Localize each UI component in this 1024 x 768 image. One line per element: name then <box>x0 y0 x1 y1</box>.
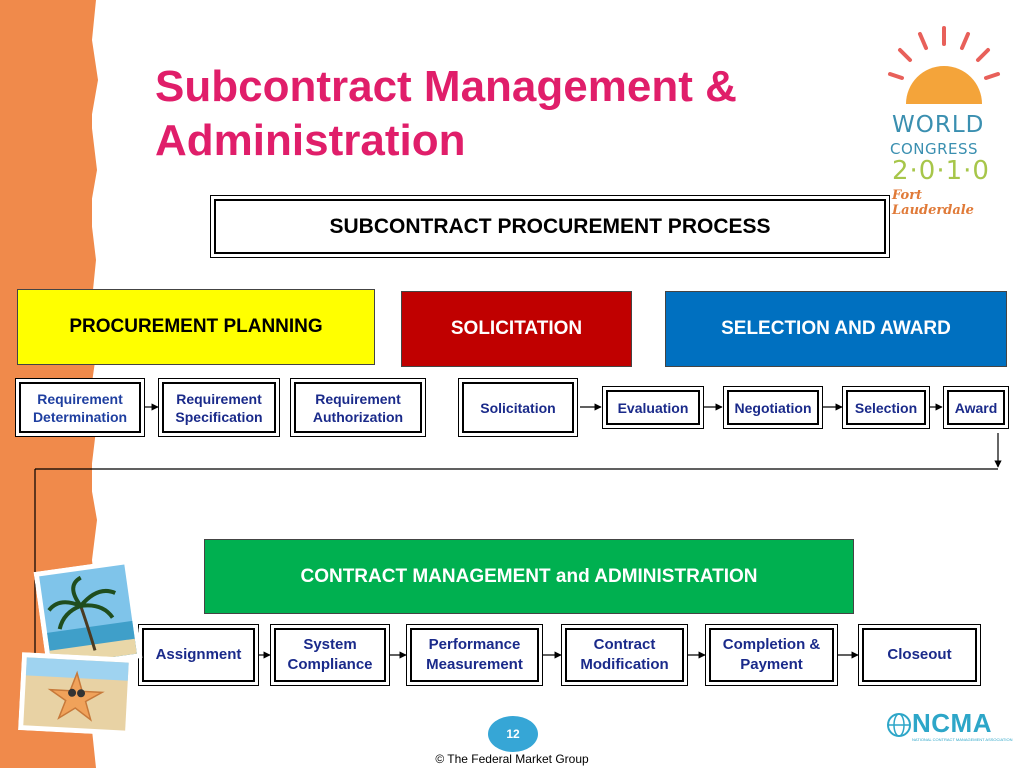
step-assignment: Assignment <box>138 624 259 686</box>
step-award: Award <box>943 386 1009 429</box>
step-solicitation: Solicitation <box>458 378 578 437</box>
step-completion-and-payment: Completion & Payment <box>705 624 838 686</box>
palm-tree-photo <box>33 558 143 672</box>
ncma-wordmark: NCMA <box>912 708 992 738</box>
step-closeout: Closeout <box>858 624 981 686</box>
step-evaluation: Evaluation <box>602 386 704 429</box>
phase-procurement-planning: PROCUREMENT PLANNING <box>17 289 375 365</box>
logo-line-city: Fort Lauderdale <box>892 188 974 218</box>
step-requirement-determination: Requirement Determination <box>15 378 145 437</box>
ncma-subtitle: NATIONAL CONTRACT MANAGEMENT ASSOCIATION <box>912 737 1013 742</box>
logo-line-congress: CONGRESS <box>890 140 979 158</box>
step-label: Closeout <box>862 628 977 682</box>
step-label: Performance Measurement <box>410 628 539 682</box>
step-performance-measurement: Performance Measurement <box>406 624 543 686</box>
slide-number-badge: 12 <box>488 716 538 752</box>
phase-contract-management: CONTRACT MANAGEMENT and ADMINISTRATION <box>204 539 854 614</box>
footer-copyright: © The Federal Market Group <box>435 752 589 766</box>
phase-selection-and-award: SELECTION AND AWARD <box>665 291 1007 367</box>
process-header-label: SUBCONTRACT PROCUREMENT PROCESS <box>214 199 886 254</box>
world-congress-logo: WORLD CONGRESS 2·0·1·0 Fort Lauderdale <box>884 22 1004 218</box>
step-label: Completion & Payment <box>709 628 834 682</box>
step-label: Assignment <box>142 628 255 682</box>
step-label: Negotiation <box>727 390 819 425</box>
step-negotiation: Negotiation <box>723 386 823 429</box>
step-label: Selection <box>846 390 926 425</box>
slide-title: Subcontract Management & Administration <box>155 62 737 165</box>
phase-solicitation: SOLICITATION <box>401 291 632 367</box>
globe-icon <box>887 713 911 737</box>
step-label: Requirement Specification <box>162 382 276 433</box>
ncma-logo: NCMA NATIONAL CONTRACT MANAGEMENT ASSOCI… <box>886 708 1012 746</box>
step-label: Requirement Authorization <box>294 382 422 433</box>
step-contract-modification: Contract Modification <box>561 624 688 686</box>
step-label: Requirement Determination <box>19 382 141 433</box>
step-requirement-authorization: Requirement Authorization <box>290 378 426 437</box>
logo-line-world: WORLD <box>892 112 985 138</box>
step-selection: Selection <box>842 386 930 429</box>
logo-line-year: 2·0·1·0 <box>892 156 990 186</box>
step-label: Award <box>947 390 1005 425</box>
step-label: System Compliance <box>274 628 386 682</box>
step-label: Contract Modification <box>565 628 684 682</box>
starfish-photo <box>18 652 134 736</box>
step-requirement-specification: Requirement Specification <box>158 378 280 437</box>
step-system-compliance: System Compliance <box>270 624 390 686</box>
step-label: Evaluation <box>606 390 700 425</box>
sun-icon <box>888 26 1000 104</box>
process-header: SUBCONTRACT PROCUREMENT PROCESS <box>210 195 890 258</box>
step-label: Solicitation <box>462 382 574 433</box>
